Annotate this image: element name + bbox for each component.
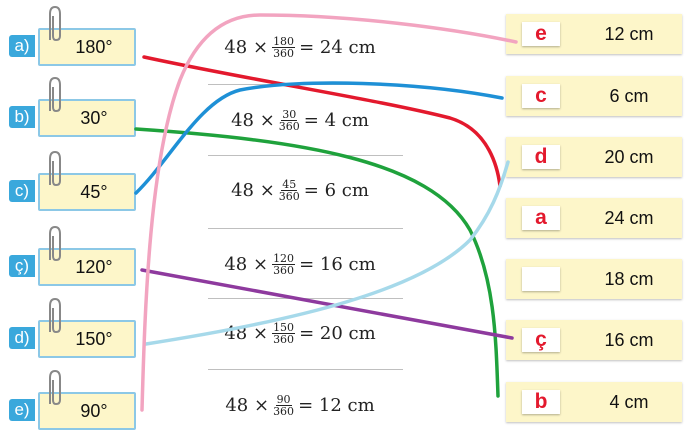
fraction-denominator: 360 [278, 119, 300, 133]
length-value: 20 cm [604, 146, 654, 167]
length-card-3[interactable]: d 20 cm [506, 137, 682, 177]
fraction-numerator: 30 [281, 107, 298, 121]
connector-line-b [134, 127, 500, 398]
connector-line-a [142, 55, 502, 188]
length-value: 18 cm [604, 268, 654, 289]
connector-line-d [144, 160, 510, 346]
calc-lead: 48 × [224, 36, 269, 58]
angle-tag-e: e) [9, 399, 35, 421]
calc-result: = 20 cm [299, 322, 376, 344]
fraction-denominator: 360 [273, 332, 295, 346]
angle-card-cedilla[interactable]: 120° [38, 248, 136, 286]
angle-tag-cedilla: ç) [9, 255, 35, 277]
angle-value: 45° [80, 181, 108, 202]
paperclip-icon [49, 5, 61, 42]
answer-letter[interactable] [522, 267, 560, 291]
length-value: 12 cm [604, 23, 654, 44]
calc-lead: 48 × [224, 253, 269, 275]
angle-tag-a: a) [9, 35, 35, 57]
answer-letter[interactable]: e [522, 22, 560, 46]
fraction-denominator: 360 [278, 189, 300, 203]
length-card-5[interactable]: 18 cm [506, 259, 682, 299]
divider [208, 155, 403, 156]
angle-tag-c: c) [9, 180, 35, 202]
angle-value: 120° [75, 256, 113, 277]
angle-value: 90° [80, 400, 108, 421]
fraction-numerator: 120 [272, 251, 296, 265]
angle-card-e[interactable]: 90° [38, 392, 136, 430]
length-card-4[interactable]: a 24 cm [506, 198, 682, 238]
connector-line-c [134, 81, 504, 195]
angle-value: 180° [75, 36, 113, 57]
calc-result: = 24 cm [299, 36, 376, 58]
length-value: 16 cm [604, 329, 654, 350]
calc-lead: 48 × [231, 109, 275, 131]
paperclip-icon [49, 369, 61, 406]
fraction-denominator: 360 [273, 404, 295, 418]
fraction-numerator: 90 [275, 392, 292, 406]
length-value: 24 cm [604, 207, 654, 228]
answer-letter[interactable]: ç [522, 328, 560, 352]
angle-tag-d: d) [9, 327, 35, 349]
angle-card-b[interactable]: 30° [38, 99, 136, 137]
fraction-numerator: 180 [272, 34, 296, 48]
answer-letter[interactable]: b [522, 390, 560, 414]
answer-letter[interactable]: a [522, 206, 560, 230]
angle-value: 30° [80, 107, 108, 128]
calc-result: = 4 cm [303, 109, 369, 131]
calc-result: = 6 cm [303, 179, 369, 201]
length-value: 6 cm [609, 85, 649, 106]
length-card-1[interactable]: e 12 cm [506, 14, 682, 54]
length-card-6[interactable]: ç 16 cm [506, 320, 682, 360]
length-card-7[interactable]: b 4 cm [506, 382, 682, 422]
fraction-denominator: 360 [273, 46, 295, 60]
angle-card-a[interactable]: 180° [38, 28, 136, 66]
fraction-numerator: 150 [272, 320, 296, 334]
connector-line-e [140, 13, 518, 412]
answer-letter[interactable]: d [522, 145, 560, 169]
divider [208, 369, 403, 370]
angle-value: 150° [75, 328, 113, 349]
angle-card-d[interactable]: 150° [38, 320, 136, 358]
calc-result: = 12 cm [298, 394, 375, 416]
connector-line-cedilla [140, 268, 514, 340]
divider [208, 228, 403, 229]
calc-result: = 16 cm [299, 253, 376, 275]
paperclip-icon [49, 150, 61, 187]
paperclip-icon [49, 225, 61, 262]
paperclip-icon [49, 76, 61, 113]
length-value: 4 cm [609, 391, 649, 412]
paperclip-icon [49, 297, 61, 334]
calc-lead: 48 × [225, 394, 270, 416]
angle-card-c[interactable]: 45° [38, 173, 136, 211]
answer-letter[interactable]: c [522, 84, 560, 108]
length-card-2[interactable]: c 6 cm [506, 76, 682, 116]
angle-tag-b: b) [9, 106, 35, 128]
fraction-denominator: 360 [273, 263, 295, 277]
fraction-numerator: 45 [281, 177, 298, 191]
calc-lead: 48 × [231, 179, 275, 201]
